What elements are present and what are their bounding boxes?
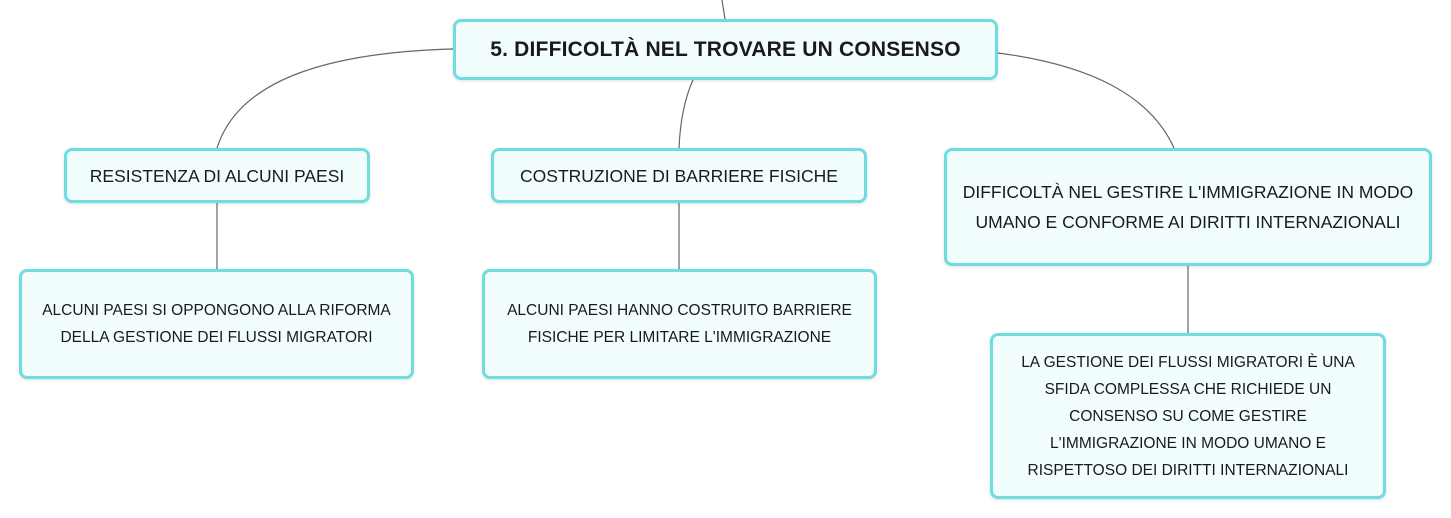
subtopic-text-barriere: ALCUNI PAESI HANNO COSTRUITO BARRIERE FI… — [507, 302, 852, 346]
subtopic-node-resistenza[interactable]: ALCUNI PAESI SI OPPONGONO ALLA RIFORMA D… — [19, 269, 414, 379]
topic-node-difficolta[interactable]: DIFFICOLTÀ NEL GESTIRE L'IMMIGRAZIONE IN… — [944, 148, 1432, 266]
connector-parent-to-root — [721, 0, 726, 20]
topic-node-resistenza[interactable]: RESISTENZA DI ALCUNI PAESI — [64, 148, 370, 203]
subtopic-text-resistenza: ALCUNI PAESI SI OPPONGONO ALLA RIFORMA D… — [42, 302, 391, 346]
connector-root-to-difficolta — [997, 52, 1175, 149]
subtopic-node-barriere[interactable]: ALCUNI PAESI HANNO COSTRUITO BARRIERE FI… — [482, 269, 877, 379]
connector-root-to-barriere — [678, 79, 694, 149]
topic-node-barriere[interactable]: COSTRUZIONE DI BARRIERE FISICHE — [491, 148, 867, 203]
subtopic-text-difficolta: LA GESTIONE DEI FLUSSI MIGRATORI È UNA S… — [1021, 353, 1355, 479]
root-topic-node[interactable]: 5. DIFFICOLTÀ NEL TROVARE UN CONSENSO — [453, 19, 998, 80]
connector-root-to-resistenza — [216, 48, 454, 149]
subtopic-node-difficolta[interactable]: LA GESTIONE DEI FLUSSI MIGRATORI È UNA S… — [990, 333, 1386, 499]
root-topic-label: 5. DIFFICOLTÀ NEL TROVARE UN CONSENSO — [490, 37, 961, 61]
topic-label-barriere: COSTRUZIONE DI BARRIERE FISICHE — [520, 165, 838, 186]
topic-label-resistenza: RESISTENZA DI ALCUNI PAESI — [89, 165, 345, 186]
topic-label-difficolta: DIFFICOLTÀ NEL GESTIRE L'IMMIGRAZIONE IN… — [962, 182, 1414, 232]
